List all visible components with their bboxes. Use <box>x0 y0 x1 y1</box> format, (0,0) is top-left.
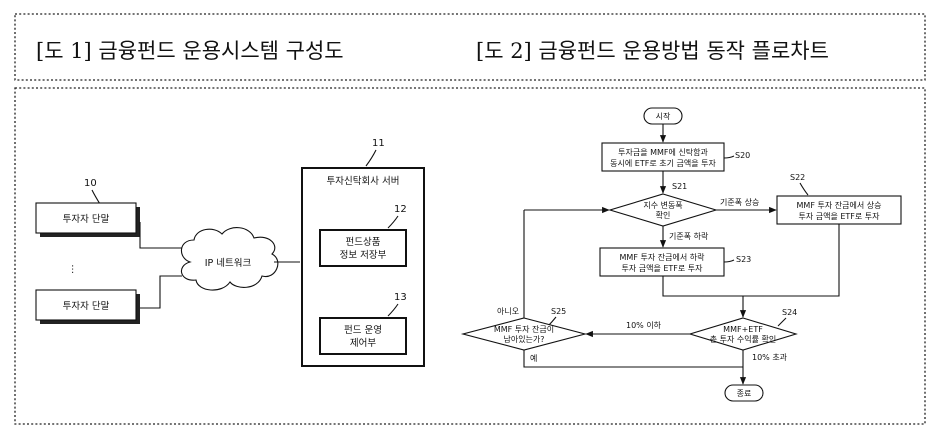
yes-label: 예 <box>530 353 537 363</box>
fund-ctrl-box <box>319 317 407 355</box>
end-label: 종료 <box>737 389 752 398</box>
ref-10-leader <box>91 189 101 205</box>
end-terminator <box>724 384 764 402</box>
s21-decision <box>608 193 718 227</box>
s20-box <box>601 142 725 172</box>
ref-13-label: 13 <box>394 292 407 303</box>
s21-code: S21 <box>672 182 687 191</box>
s21-line2: 확인 <box>656 210 671 220</box>
ip-network-cloud <box>180 227 279 291</box>
terminal-1-connector <box>139 222 182 249</box>
no-label: 아니오 <box>497 306 519 316</box>
fund-ctrl-line1: 펀드 운영 <box>344 325 382 336</box>
ip-network-label: IP 네트워크 <box>205 258 252 269</box>
fig1-title: [도 1] 금융펀드 운용시스템 구성도 <box>36 39 344 63</box>
terminal-ellipsis: ⋮ <box>68 264 78 275</box>
ref-12-label: 12 <box>394 204 407 215</box>
s20-leader <box>723 155 735 159</box>
fund-db-box <box>319 229 407 267</box>
terminal-1-box <box>35 202 137 234</box>
terminal-2-label: 투자자 단말 <box>63 300 110 312</box>
s25-line1: MMF 투자 잔금이 <box>494 324 554 334</box>
content-frame <box>14 87 926 425</box>
s20-line1: 투자금을 MMF에 신탁함과 <box>618 147 708 157</box>
gt10-label: 10% 초과 <box>752 353 788 362</box>
le10-label: 10% 이하 <box>626 320 662 330</box>
s24-line2: 총 투자 수익률 확인 <box>710 334 777 344</box>
fig1-system-diagram: 10 투자자 단말 ⋮ 투자자 단말 IP 네트워크 11 투자신탁회사 서버 … <box>35 138 425 367</box>
s22-code: S22 <box>790 173 805 182</box>
s21-line1: 지수 변동폭 <box>643 200 682 210</box>
terminal-2-box <box>35 289 137 321</box>
fund-db-line1: 펀드상품 <box>346 237 381 248</box>
terminal-1-label: 투자자 단말 <box>63 213 110 225</box>
s25-code: S25 <box>551 307 566 316</box>
s22-leader <box>799 182 809 196</box>
s22-line2: 투자 금액을 ETF로 투자 <box>798 211 880 221</box>
s23-to-merge-line <box>662 276 743 297</box>
fig2-flowchart: 시작 투자금을 MMF에 신탁함과 동시에 ETF로 초기 금액을 투자 S20… <box>460 107 902 402</box>
fig2-title: [도 2] 금융펀드 운용방법 동작 플로차트 <box>476 39 829 63</box>
s20-line2: 동시에 ETF로 초기 금액을 투자 <box>610 158 716 168</box>
s24-line1: MMF+ETF <box>723 325 763 334</box>
header-frame <box>14 13 926 81</box>
s23-code: S23 <box>736 255 751 264</box>
down-label: 기준폭 하락 <box>669 231 709 241</box>
s23-box <box>599 247 725 277</box>
s24-code: S24 <box>782 308 797 317</box>
s22-box <box>776 195 902 225</box>
fund-db-line2: 정보 저장부 <box>340 250 387 261</box>
s24-leader <box>777 317 787 327</box>
s25-line2: 남아있는가? <box>503 334 544 344</box>
s23-line1: MMF 투자 잔금에서 하락 <box>620 252 706 262</box>
start-label: 시작 <box>656 111 671 121</box>
ref-12-leader <box>387 215 399 229</box>
ref-11-leader <box>365 149 377 167</box>
s22-to-merge-line <box>743 224 840 297</box>
ref-10-label: 10 <box>84 178 97 189</box>
s23-line2: 투자 금액을 ETF로 투자 <box>621 263 703 273</box>
s20-code: S20 <box>735 151 750 160</box>
s24-decision <box>688 317 798 351</box>
fund-ctrl-line2: 제어부 <box>350 338 376 349</box>
s25-decision <box>460 317 588 351</box>
s22-line1: MMF 투자 잔금에서 상승 <box>797 200 882 210</box>
up-label: 기준폭 상승 <box>720 197 759 207</box>
ref-13-leader <box>387 303 399 317</box>
s23-leader <box>723 259 735 263</box>
s25-yes-line <box>523 350 743 368</box>
terminal-2-connector <box>140 275 182 309</box>
server-title: 투자신탁회사 서버 <box>327 175 400 187</box>
ref-11-label: 11 <box>372 138 385 149</box>
